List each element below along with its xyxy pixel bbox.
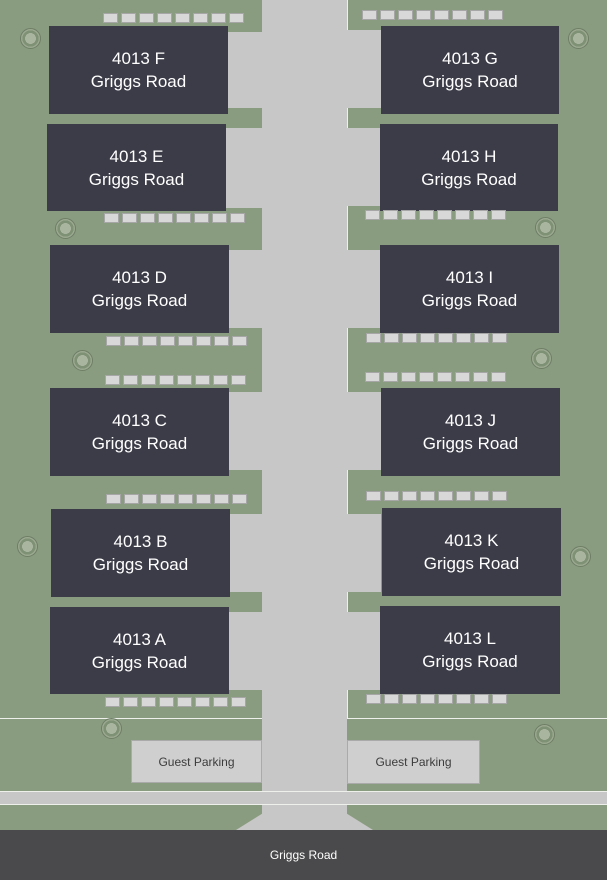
tree-icon: [20, 28, 41, 49]
building-4013-l[interactable]: 4013 L Griggs Road: [380, 606, 560, 694]
tree-icon: [72, 350, 93, 371]
building-4013-g[interactable]: 4013 G Griggs Road: [381, 26, 559, 114]
building-4013-f[interactable]: 4013 F Griggs Road: [49, 26, 228, 114]
street-label: Griggs Road: [422, 72, 518, 91]
tree-icon: [570, 546, 591, 567]
paver-row-l: [366, 694, 507, 704]
unit-label: 4013 H: [441, 146, 497, 166]
paver-row-g: [362, 10, 503, 20]
garage-pad-a: [228, 612, 262, 690]
tree-icon: [531, 348, 552, 369]
unit-label: 4013 A: [113, 629, 166, 649]
street-label: Griggs Road: [91, 291, 188, 310]
unit-label: 4013 D: [112, 268, 167, 287]
garage-pad-k: [347, 514, 381, 592]
building-4013-d[interactable]: 4013 D Griggs Road: [50, 245, 229, 333]
tree-icon: [101, 718, 122, 739]
building-4013-i[interactable]: 4013 I Griggs Road: [380, 245, 559, 333]
main-road-label: Griggs Road: [269, 848, 338, 862]
building-4013-k[interactable]: 4013 K Griggs Road: [382, 508, 561, 596]
tree-icon: [55, 218, 76, 239]
garage-pad-g: [347, 30, 381, 108]
unit-label: 4013 G: [442, 49, 498, 68]
paver-row-c: [105, 375, 246, 385]
paver-row-d: [106, 336, 247, 346]
building-4013-h[interactable]: 4013 H Griggs Road: [380, 124, 558, 211]
street-label: Griggs Road: [90, 72, 187, 91]
street-label: Griggs Road: [422, 652, 518, 671]
main-road-griggs: Griggs Road: [0, 830, 607, 880]
street-label: Griggs Road: [421, 291, 518, 310]
street-label: Griggs Road: [91, 434, 188, 453]
street-label: Griggs Road: [423, 554, 520, 573]
garage-pad-c: [228, 392, 262, 470]
sidewalk: [0, 791, 607, 805]
entrance-flare-left: [236, 805, 276, 830]
paver-row-k: [366, 491, 507, 501]
street-label: Griggs Road: [91, 652, 188, 672]
unit-label: 4013 I: [445, 268, 494, 287]
central-driveway: [262, 0, 347, 830]
building-4013-j[interactable]: 4013 J Griggs Road: [381, 388, 560, 476]
paver-row-e: [104, 213, 245, 223]
garage-pad-j: [347, 392, 381, 470]
street-label: Griggs Road: [422, 434, 519, 453]
guest-parking-left[interactable]: Guest Parking: [131, 740, 262, 783]
garage-pad-b: [229, 514, 262, 592]
garage-pad-f: [228, 32, 262, 108]
paver-row-j: [365, 372, 506, 382]
unit-label: 4013 B: [113, 532, 168, 551]
building-4013-a[interactable]: 4013 A Griggs Road: [50, 607, 229, 694]
tree-icon: [568, 28, 589, 49]
paver-row-i: [366, 333, 507, 343]
unit-label: 4013 K: [444, 531, 499, 550]
building-4013-c[interactable]: 4013 C Griggs Road: [50, 388, 229, 476]
garage-pad-h: [347, 128, 381, 206]
unit-label: 4013 L: [444, 629, 496, 648]
unit-label: 4013 E: [109, 146, 164, 166]
garage-pad-l: [347, 612, 381, 690]
garage-pad-d: [228, 250, 262, 328]
unit-label: 4013 C: [112, 411, 167, 430]
tree-icon: [534, 724, 555, 745]
building-4013-b[interactable]: 4013 B Griggs Road: [51, 509, 230, 597]
unit-label: 4013 J: [444, 411, 497, 430]
street-label: Griggs Road: [421, 169, 517, 189]
entrance-flare-right: [333, 805, 373, 830]
paver-row-a: [105, 697, 246, 707]
paver-row-f: [103, 13, 244, 23]
building-4013-e[interactable]: 4013 E Griggs Road: [47, 124, 226, 211]
tree-icon: [17, 536, 38, 557]
unit-label: 4013 F: [112, 49, 165, 68]
tree-icon: [535, 217, 556, 238]
street-label: Griggs Road: [92, 555, 189, 574]
garage-pad-i: [347, 250, 381, 328]
garage-pad-e: [226, 128, 262, 208]
street-label: Griggs Road: [88, 169, 185, 189]
paver-row-h: [365, 210, 506, 220]
paver-row-b: [106, 494, 247, 504]
guest-parking-right[interactable]: Guest Parking: [347, 740, 480, 784]
